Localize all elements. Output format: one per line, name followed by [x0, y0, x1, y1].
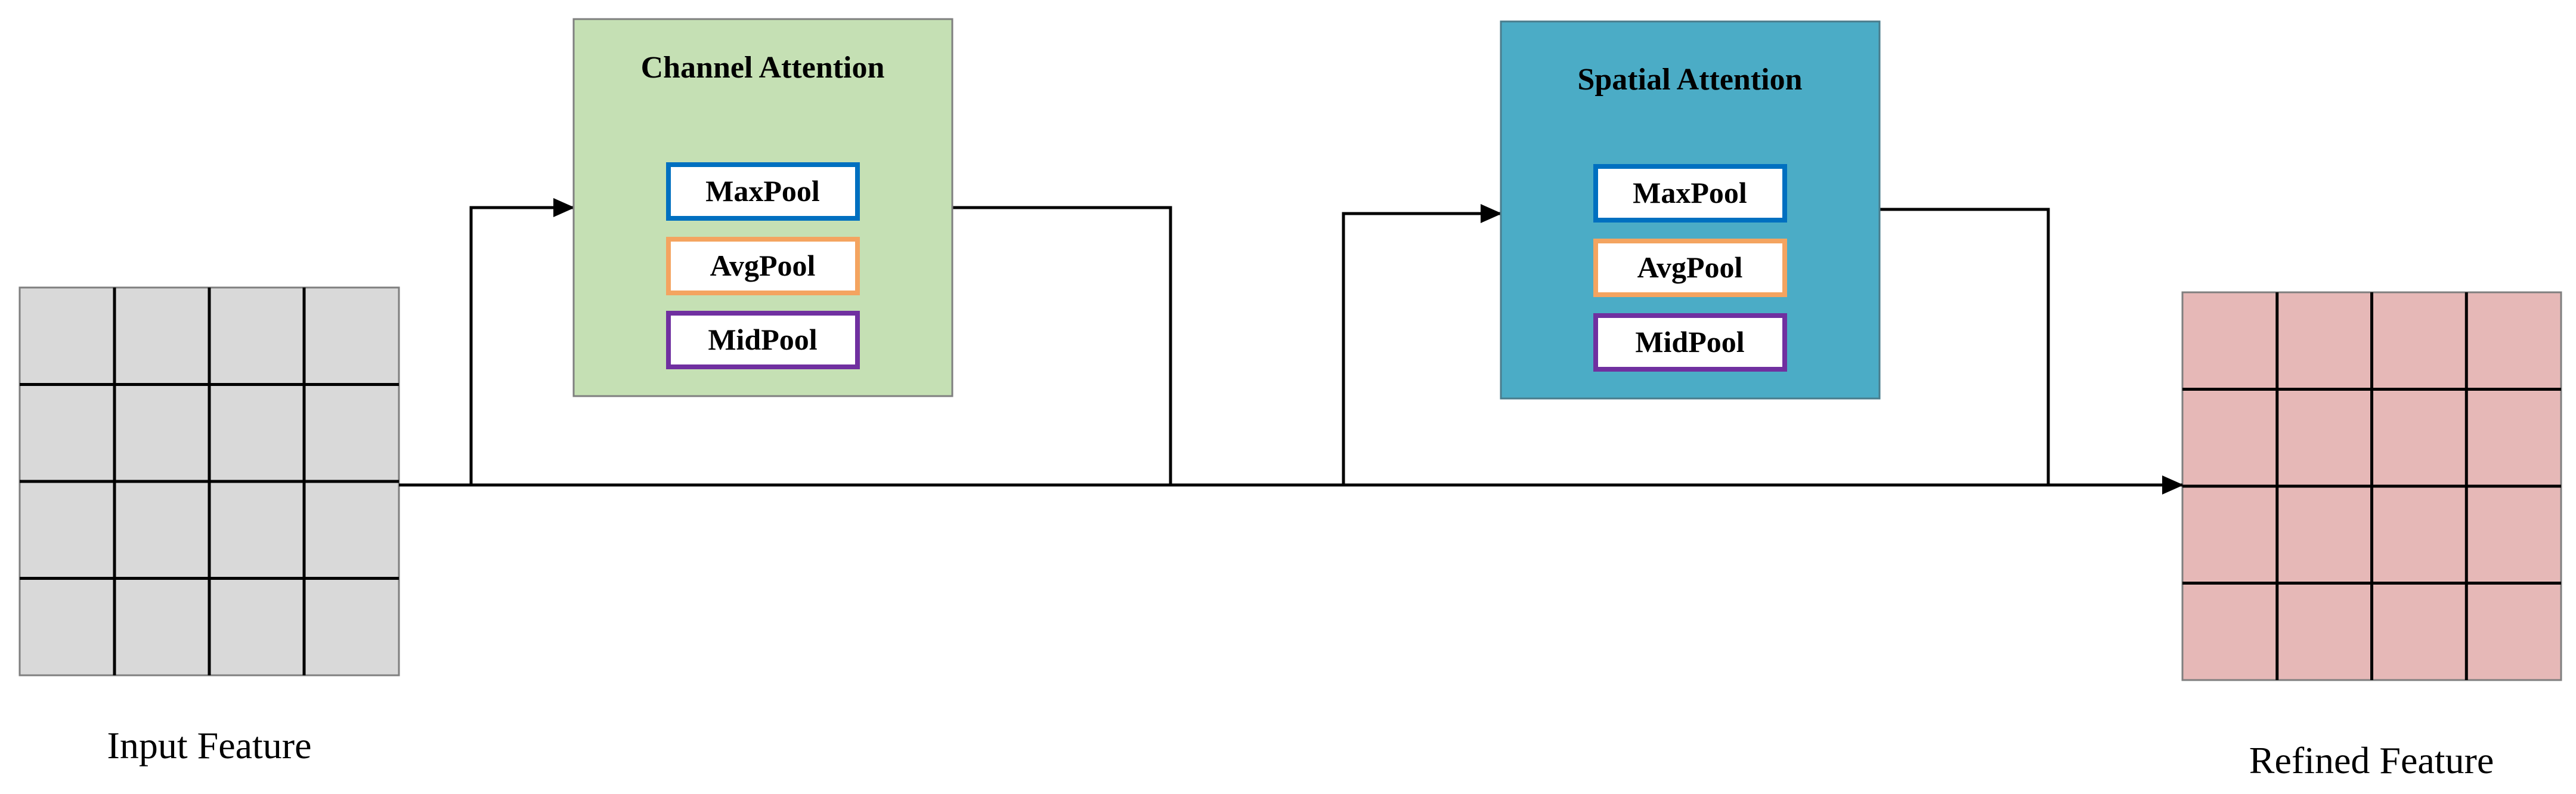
channel-avgpool-label: AvgPool [710, 249, 816, 282]
connectors [399, 198, 2184, 495]
channel-maxpool-label: MaxPool [705, 174, 820, 208]
refined-feature-grid [2181, 291, 2562, 681]
channel-attention-block: Channel Attention MaxPool AvgPool MidPoo… [572, 18, 953, 397]
spatial-attention-title: Spatial Attention [1577, 63, 1802, 97]
spatial-maxpool-label: MaxPool [1633, 176, 1747, 209]
input-feature-grid [18, 286, 400, 676]
spatial-avgpool-box [1593, 239, 1787, 297]
input-feature-gridlines [20, 288, 399, 675]
spatial-output-line [1880, 208, 2050, 485]
spatial-avgpool-label: AvgPool [1637, 251, 1743, 284]
channel-midpool-label: MidPool [708, 323, 817, 356]
channel-maxpool-box [666, 162, 860, 221]
spatial-maxpool-box [1593, 164, 1787, 223]
channel-avgpool-box [666, 237, 860, 295]
spatial-attention-block: Spatial Attention MaxPool AvgPool MidPoo… [1500, 20, 1881, 400]
spatial-midpool-box [1593, 313, 1787, 372]
refined-feature-gridlines [2182, 292, 2561, 680]
channel-input-arrow [469, 198, 575, 485]
input-feature-label: Input Feature [107, 724, 312, 767]
channel-output-line [952, 206, 1172, 485]
spatial-input-arrow [1342, 204, 1502, 485]
refined-feature-label: Refined Feature [2249, 739, 2494, 781]
channel-midpool-box [666, 311, 860, 369]
channel-attention-title: Channel Attention [641, 51, 885, 85]
spatial-midpool-label: MidPool [1635, 325, 1744, 359]
